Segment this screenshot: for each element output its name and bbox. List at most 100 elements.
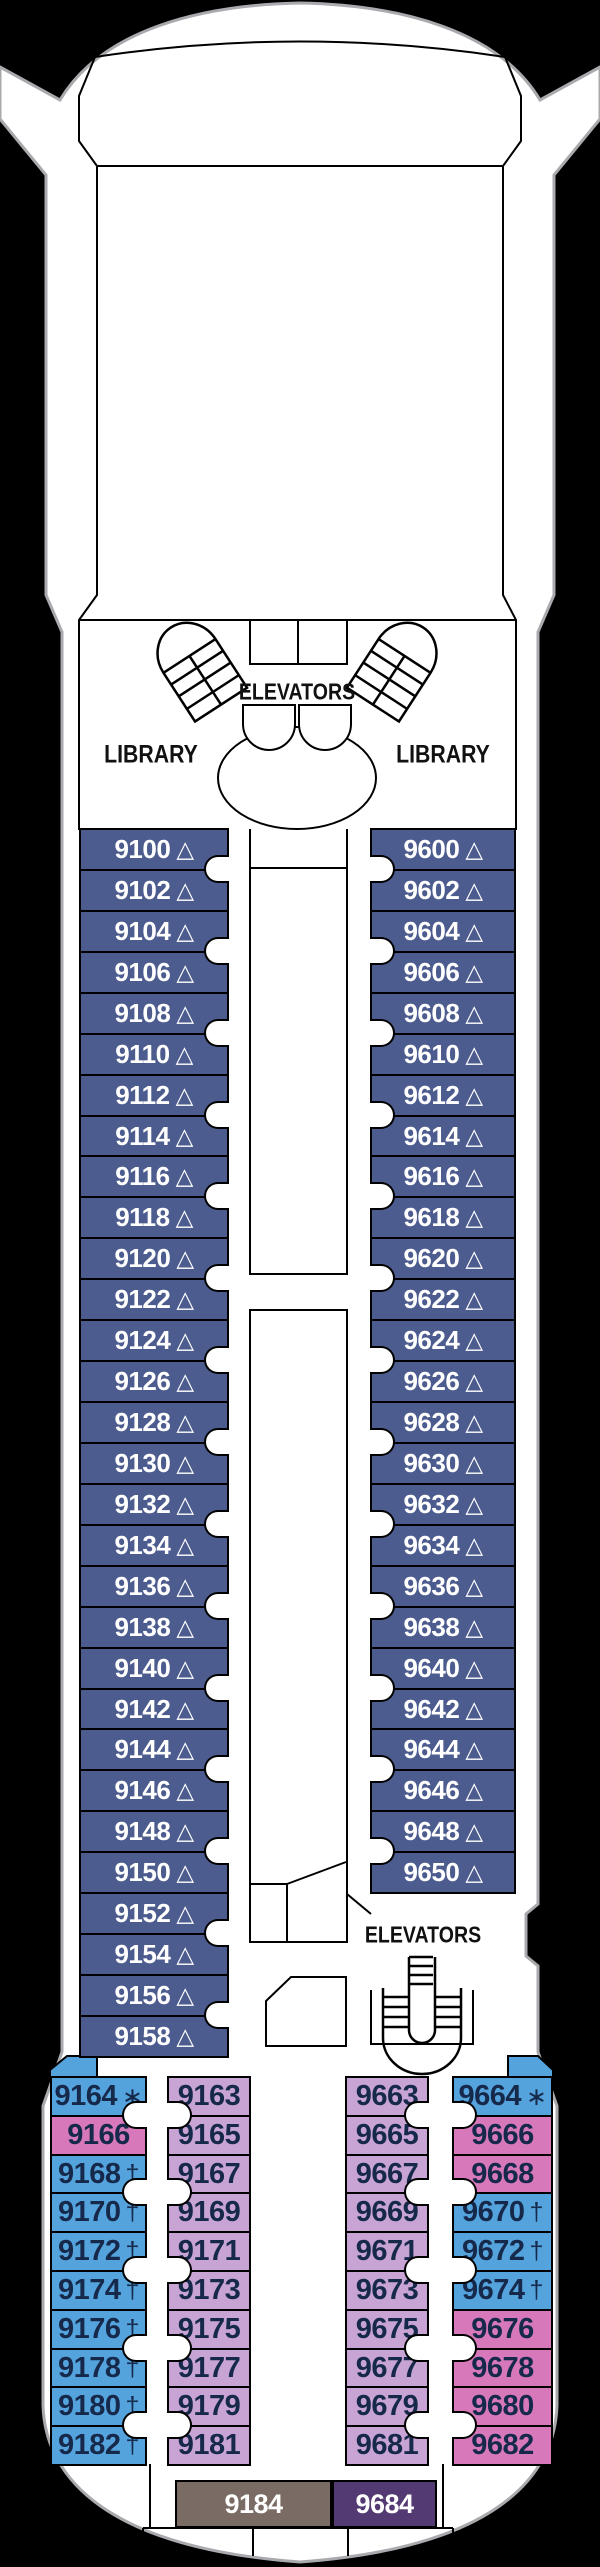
cabin-number: 9620	[403, 1243, 460, 1273]
cabin-9664[interactable]: 9664∗	[452, 2076, 553, 2117]
door-notch	[204, 1592, 229, 1620]
cabin-symbol: △	[175, 1082, 194, 1108]
cabin-9158[interactable]: 9158△	[79, 2015, 229, 2058]
door-notch	[452, 2101, 477, 2129]
cabin-symbol: △	[176, 1736, 194, 1762]
cabin-symbol: △	[176, 1368, 194, 1394]
cabin-9130[interactable]: 9130△	[79, 1442, 229, 1485]
cabin-9142[interactable]: 9142△	[79, 1688, 229, 1730]
door-notch	[204, 2001, 229, 2029]
cabin-number: 9172	[58, 2235, 121, 2267]
cabin-number: 9684	[355, 2488, 414, 2519]
cabin-number: 9128	[114, 1407, 171, 1437]
door-notch	[404, 2411, 429, 2439]
cabin-symbol: △	[176, 1859, 194, 1885]
cabin-symbol: △	[465, 1163, 483, 1189]
cabin-symbol: △	[176, 1573, 194, 1599]
cabin-9116[interactable]: 9116△	[79, 1155, 229, 1198]
cabin-symbol: △	[176, 1491, 194, 1517]
door-notch	[167, 2256, 192, 2284]
cabin-9136[interactable]: 9136△	[79, 1565, 229, 1608]
cabin-number: 9644	[403, 1734, 460, 1764]
door-notch	[404, 2256, 429, 2284]
cabin-symbol: △	[176, 1655, 194, 1681]
cabin-9606[interactable]: 9606△	[370, 951, 516, 994]
door-notch	[370, 937, 395, 965]
door-notch	[370, 1592, 395, 1620]
cabin-number: 9626	[403, 1366, 460, 1396]
cabin-9106[interactable]: 9106△	[79, 951, 229, 994]
cabin-symbol: △	[465, 1000, 483, 1026]
cabin-symbol: ∗	[526, 2082, 547, 2111]
door-notch	[452, 2334, 477, 2362]
cabin-number: 9608	[403, 998, 460, 1028]
cabin-symbol: △	[465, 1409, 483, 1435]
door-notch	[122, 2101, 147, 2129]
door-notch	[370, 1101, 395, 1129]
cabin-number: 9646	[403, 1775, 460, 1805]
cabin-9114[interactable]: 9114△	[79, 1115, 229, 1157]
cabin-number: 9144	[114, 1734, 171, 1764]
door-arch-icon	[242, 704, 296, 751]
cabin-number: 9640	[403, 1653, 460, 1683]
cabin-number: 9676	[471, 2313, 534, 2345]
cabin-number: 9612	[403, 1080, 460, 1110]
cabin-symbol: △	[176, 1695, 194, 1722]
cabin-symbol: △	[465, 1204, 483, 1230]
cabin-9684[interactable]: 9684	[332, 2480, 437, 2528]
cabin-symbol: †	[529, 2276, 544, 2304]
cabin-9614[interactable]: 9614△	[370, 1115, 516, 1157]
cabin-9604[interactable]: 9604△	[370, 910, 516, 953]
elevators-forward-label: ELEVATORS	[238, 678, 356, 705]
cabin-number: 9636	[403, 1571, 460, 1601]
cabin-symbol: △	[465, 1736, 483, 1762]
cabin-symbol: △	[465, 1286, 483, 1312]
cabin-9164[interactable]: 9164∗	[50, 2076, 147, 2117]
cabin-symbol: △	[465, 918, 483, 944]
cabin-9646[interactable]: 9646△	[370, 1769, 516, 1812]
cabin-number: 9122	[114, 1284, 171, 1314]
cabin-9179[interactable]: 9179	[167, 2386, 251, 2427]
door-notch	[370, 1428, 395, 1456]
cabin-symbol: △	[176, 1900, 194, 1926]
door-notch	[370, 1510, 395, 1538]
cabin-9156[interactable]: 9156△	[79, 1974, 229, 2017]
cabin-9122[interactable]: 9122△	[79, 1278, 229, 1321]
cabin-9110[interactable]: 9110△	[79, 1033, 229, 1076]
cabin-number: 9610	[403, 1039, 460, 1069]
cabin-9650[interactable]: 9650△	[370, 1851, 516, 1894]
stern-partitions	[142, 2464, 454, 2556]
cabin-9681[interactable]: 9681	[345, 2425, 429, 2466]
cabin-9174[interactable]: 9174†	[50, 2270, 147, 2311]
cabin-symbol: △	[465, 1327, 483, 1353]
cabin-number: 9632	[403, 1489, 460, 1519]
cabin-number: 9682	[471, 2429, 534, 2461]
cabin-symbol: △	[465, 1859, 483, 1885]
cabin-9618[interactable]: 9618△	[370, 1196, 516, 1239]
cabin-9138[interactable]: 9138△	[79, 1606, 229, 1649]
cabin-number: 9156	[114, 1980, 171, 2010]
cabin-number: 9158	[114, 2021, 171, 2051]
cabin-9175[interactable]: 9175	[167, 2309, 251, 2350]
cabin-number: 9164	[54, 2080, 118, 2112]
door-notch	[404, 2334, 429, 2362]
cabin-symbol: †	[529, 2198, 544, 2226]
door-notch	[452, 2411, 477, 2439]
cabin-symbol: △	[465, 1491, 483, 1517]
cabin-9176[interactable]: 9176†	[50, 2309, 147, 2350]
cabin-9602[interactable]: 9602△	[370, 869, 516, 912]
cabin-9184[interactable]: 9184	[175, 2480, 332, 2528]
door-notch	[204, 855, 229, 883]
cabin-symbol: △	[465, 836, 483, 862]
cabin-number: 9628	[403, 1407, 460, 1437]
door-notch	[167, 2178, 192, 2206]
door-arch-icon	[298, 704, 352, 751]
cabin-symbol: △	[465, 1122, 483, 1149]
cabin-9663[interactable]: 9663	[345, 2076, 429, 2117]
cabin-symbol: △	[175, 1041, 194, 1067]
cabin-number: 9614	[403, 1120, 460, 1151]
cabin-9118[interactable]: 9118△	[79, 1196, 229, 1239]
cabin-9622[interactable]: 9622△	[370, 1278, 516, 1321]
cabin-symbol: △	[176, 1286, 194, 1312]
